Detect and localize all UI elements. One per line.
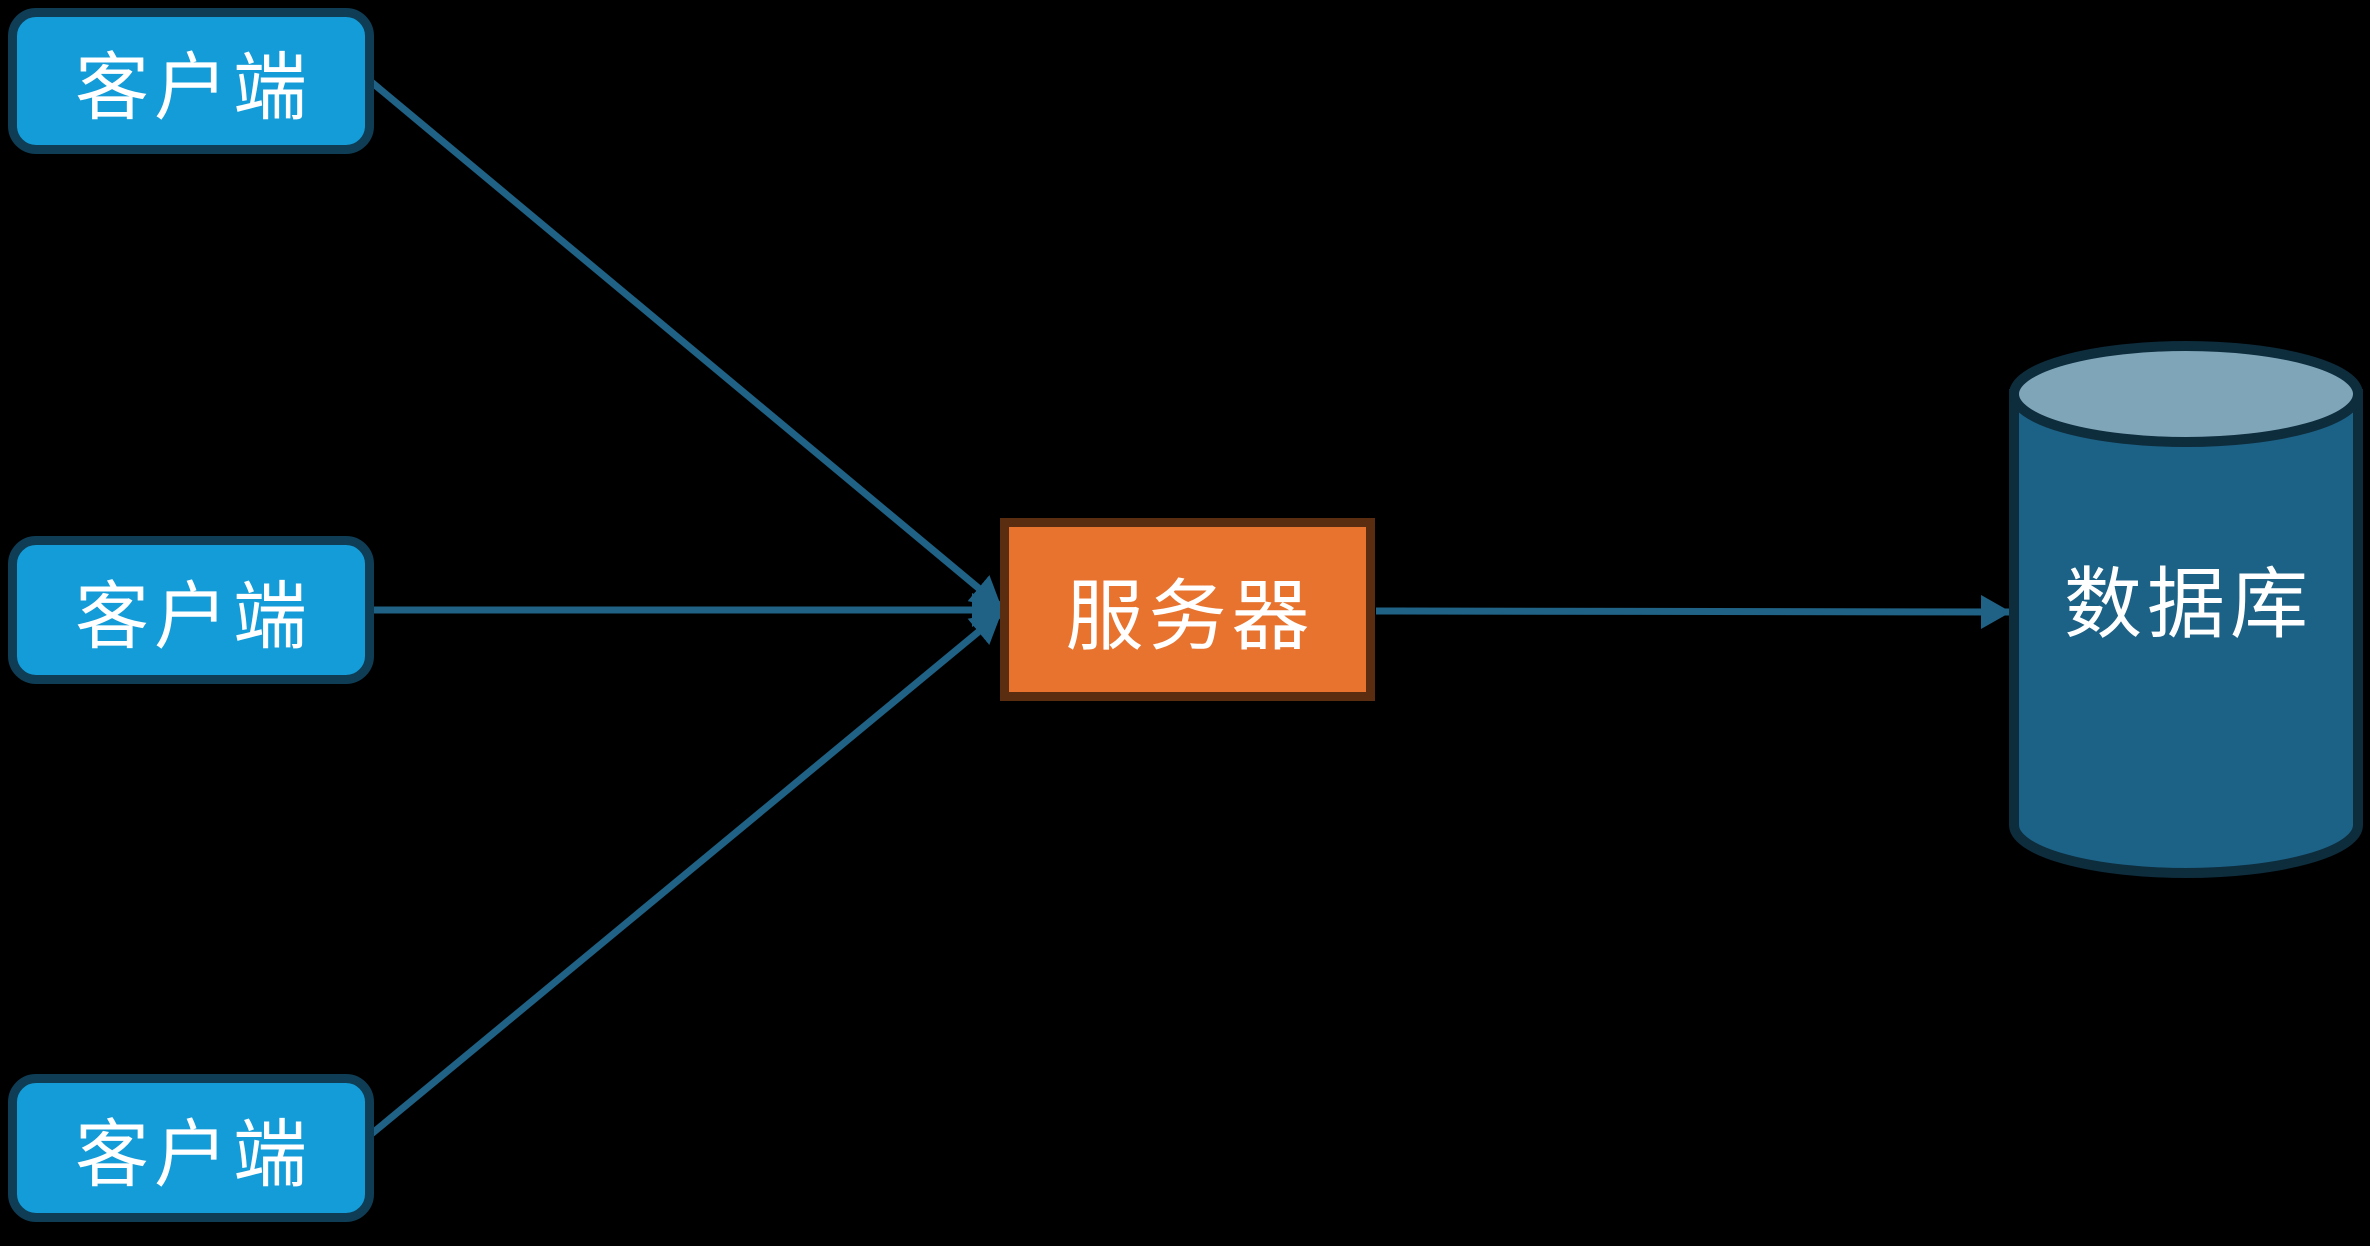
client-node-3: 客户端 [8,1074,374,1222]
edge-client1-to-server [366,77,1003,609]
server-node: 服务器 [1000,518,1375,701]
client-node-2: 客户端 [8,536,374,684]
database-cylinder-shape [2009,341,2363,878]
database-node-label: 数据库 [2063,560,2313,648]
server-node-label: 服务器 [1065,571,1315,660]
client-node-3-label: 客户端 [75,1112,312,1196]
edge-client3-to-server [366,611,1003,1139]
client-node-1: 客户端 [8,8,374,154]
client-node-2-label: 客户端 [75,574,312,658]
database-cylinder-body [2009,389,2363,878]
edge-server-to-database [1375,594,2011,629]
database-cylinder-top [2009,341,2363,447]
database-node: 数据库 [2006,341,2366,881]
client-node-1-label: 客户端 [75,45,312,129]
